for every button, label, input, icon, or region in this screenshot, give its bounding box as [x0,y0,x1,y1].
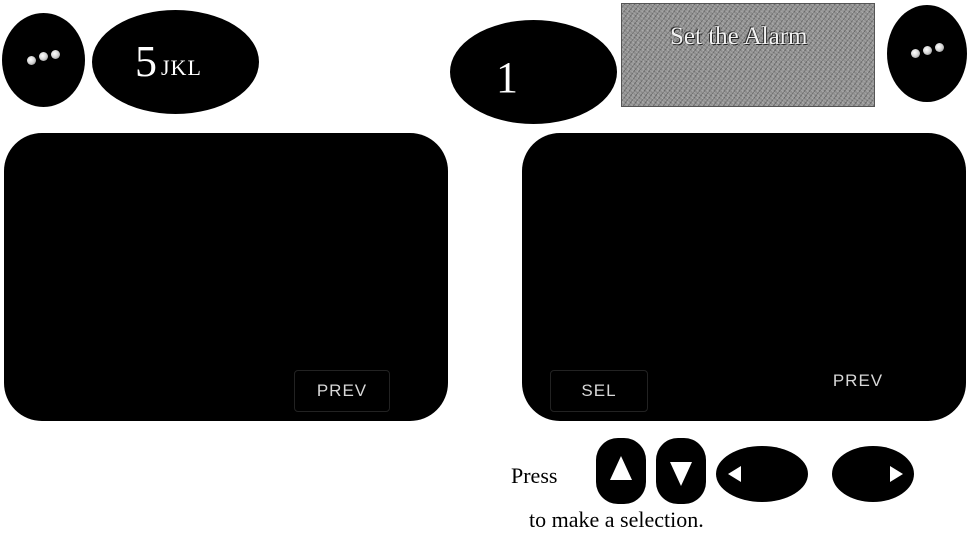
phone-screen-left: PREV [4,133,448,421]
up-arrow-button[interactable] [596,438,646,504]
instruction-press: Press [511,463,558,488]
softkey-select[interactable]: SEL [550,370,648,412]
phone-screen-right: SEL PREV [522,133,966,421]
ellipsis-dot [934,43,944,52]
right-arrow-button[interactable] [832,446,914,502]
up-arrow-icon [610,456,632,480]
key-5-digit: 5 [135,37,157,86]
more-options-button-left[interactable] [2,13,85,107]
key-5-jkl-button[interactable]: 5 JKL [92,10,259,114]
softkey-prev-right[interactable]: PREV [832,371,884,390]
title-banner: Set the Alarm [621,3,875,107]
instruction-suffix: to make a selection. [529,507,704,532]
down-arrow-icon [670,462,692,486]
key-5-letters: JKL [161,55,202,80]
ellipsis-dot [910,49,920,58]
softkey-prev-left[interactable]: PREV [294,370,390,412]
ellipsis-dot [51,49,60,59]
left-arrow-button[interactable] [716,446,808,502]
ellipsis-dot [27,55,36,65]
banner-title: Set the Alarm [670,23,808,50]
key-1-digit: 1 [496,53,518,102]
key-1-button[interactable]: 1 [450,20,617,124]
left-arrow-icon [728,466,741,482]
more-options-button-right[interactable] [887,5,967,102]
ellipsis-dot [922,45,932,55]
ellipsis-dot [39,52,48,61]
right-arrow-icon [890,466,903,482]
down-arrow-button[interactable] [656,438,706,504]
